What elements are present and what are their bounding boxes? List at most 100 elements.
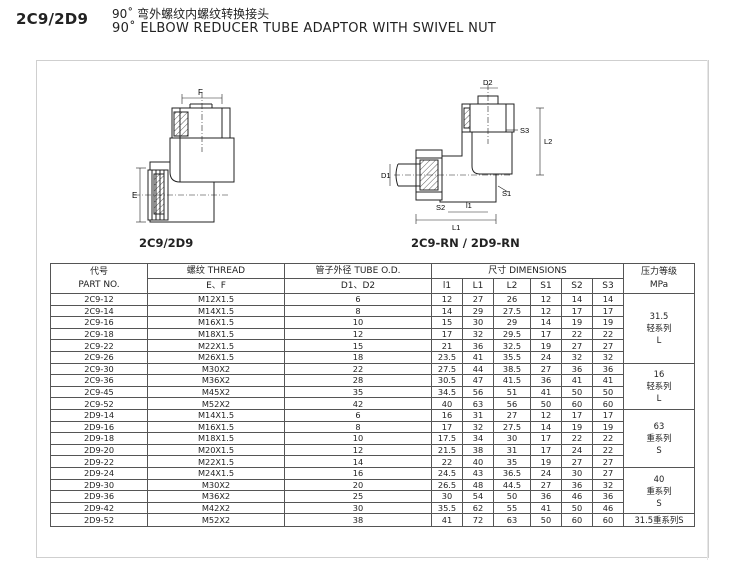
table-cell: 8	[284, 304, 432, 318]
table-cell: M12X1.5	[147, 293, 285, 306]
table-cell: 32	[561, 350, 593, 364]
table-cell: 12	[284, 327, 432, 341]
table-cell: 27	[592, 466, 624, 480]
table-cell: 41	[592, 374, 624, 387]
table-cell: 32	[592, 478, 624, 492]
table-cell: 50	[561, 501, 593, 515]
table-cell: M45X2	[147, 385, 285, 399]
subheader-s3: S3	[592, 278, 624, 294]
cell-part-no: 2C9-26	[50, 350, 148, 364]
table-cell: 15	[431, 316, 463, 329]
table-cell: 30	[493, 432, 531, 445]
table-cell: 46	[592, 501, 624, 515]
cell-part-no: 2C9-16	[50, 316, 148, 329]
table-cell: 56	[462, 385, 494, 399]
dim-label-s2: S2	[436, 203, 445, 212]
table-cell: 38.5	[493, 362, 531, 376]
table-cell: 19	[592, 316, 624, 329]
table-cell: 18	[284, 350, 432, 364]
table-cell: 27	[530, 478, 562, 492]
cell-part-no: 2C9-22	[50, 339, 148, 352]
table-cell: 50	[530, 513, 562, 528]
table-cell: 29	[462, 304, 494, 318]
table-cell: 38	[462, 443, 494, 457]
table-cell: 17	[530, 443, 562, 457]
table-cell: 26.5	[431, 478, 463, 492]
table-cell: 12	[284, 443, 432, 457]
table-cell: M18X1.5	[147, 432, 285, 445]
table-cell: 46	[561, 490, 593, 503]
table-cell: 19	[561, 316, 593, 329]
table-cell: 41	[462, 350, 494, 364]
table-cell: 35	[493, 455, 531, 468]
table-cell: M30X2	[147, 478, 285, 492]
cell-part-no: 2D9-16	[50, 420, 148, 434]
elbow-rn-drawing: D2 S3 L2 D1 S1 S2 l1 L1	[381, 78, 552, 232]
table-cell: 24	[561, 443, 593, 457]
dim-label-e: E	[132, 191, 137, 200]
table-cell: 17	[530, 432, 562, 445]
header-dimensions: 尺寸 DIMENSIONS	[431, 263, 624, 279]
table-cell: M36X2	[147, 374, 285, 387]
header-part-no: 代号 PART NO.	[50, 263, 148, 294]
cell-part-no: 2C9-36	[50, 374, 148, 387]
table-cell: 41	[530, 385, 562, 399]
subheader-s2: S2	[561, 278, 593, 294]
cell-part-no: 2D9-42	[50, 501, 148, 515]
dim-label-l1: L1	[452, 223, 460, 232]
cell-part-no: 2D9-30	[50, 478, 148, 492]
table-cell: 32	[462, 327, 494, 341]
table-cell: 19	[561, 420, 593, 434]
table-cell: 55	[493, 501, 531, 515]
table-cell: 36	[592, 490, 624, 503]
cell-part-no: 2C9-45	[50, 385, 148, 399]
subheader-tube: D1、D2	[284, 278, 432, 294]
table-cell: 51	[493, 385, 531, 399]
table-cell: 36	[530, 374, 562, 387]
table-cell: 30	[284, 501, 432, 515]
subheader-thread: E、F	[147, 278, 285, 294]
table-cell: 17	[431, 327, 463, 341]
table-cell: 17	[561, 408, 593, 422]
table-cell: M52X2	[147, 513, 285, 528]
table-cell: M16X1.5	[147, 420, 285, 434]
table-cell: 22	[431, 455, 463, 468]
table-cell: 28	[284, 374, 432, 387]
table-cell: 36	[561, 362, 593, 376]
table-cell: 38	[284, 513, 432, 528]
table-cell: 43	[462, 466, 494, 480]
table-cell: 36	[592, 362, 624, 376]
table-cell: 72	[462, 513, 494, 528]
table-cell: M52X2	[147, 397, 285, 410]
dim-label-f: F	[198, 88, 203, 97]
dim-label-s1: S1	[502, 189, 511, 198]
table-cell: 14	[530, 420, 562, 434]
table-cell: 19	[592, 420, 624, 434]
table-cell: 14	[431, 304, 463, 318]
table-cell: 34.5	[431, 385, 463, 399]
table-cell: 60	[561, 513, 593, 528]
table-cell: 6	[284, 408, 432, 422]
table-cell: 24	[530, 466, 562, 480]
table-cell: 40	[462, 455, 494, 468]
cell-part-no: 2D9-24	[50, 466, 148, 480]
table-cell: 17	[431, 420, 463, 434]
table-cell: 41.5	[493, 374, 531, 387]
table-cell: 19	[530, 455, 562, 468]
table-cell: 32.5	[493, 339, 531, 352]
table-cell: M36X2	[147, 490, 285, 503]
table-cell: 41	[431, 513, 463, 528]
cell-part-no: 2D9-22	[50, 455, 148, 468]
table-cell: 27	[561, 455, 593, 468]
